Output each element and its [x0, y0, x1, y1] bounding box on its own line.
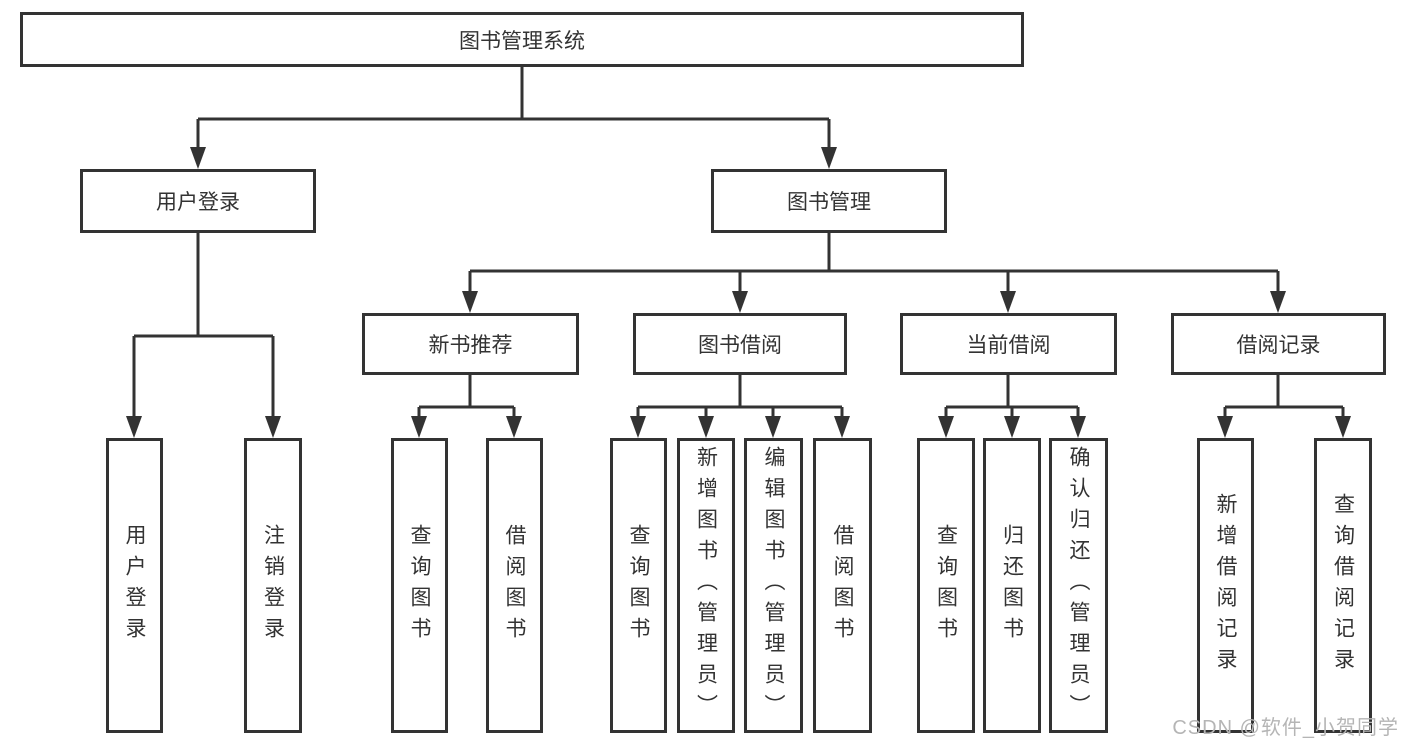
- connector-user-login: [126, 233, 281, 438]
- arrowhead: [938, 416, 954, 438]
- leaf-nbr-query-books-label: 查询图书: [408, 523, 431, 648]
- leaf-cb-query-books-label: 查询图书: [934, 523, 958, 648]
- node-new-book-recommend: 新书推荐: [362, 313, 579, 375]
- leaf-br-query-record: 查询借阅记录: [1314, 438, 1372, 733]
- connector-book-borrow: [630, 375, 850, 438]
- node-borrow-records-label: 借阅记录: [1236, 334, 1321, 357]
- node-user-login: 用户登录: [80, 169, 316, 233]
- arrowhead: [1070, 416, 1086, 438]
- connector-new-book-recommend: [411, 375, 522, 438]
- arrowhead: [765, 416, 781, 438]
- leaf-cb-return-books: 归还图书: [983, 438, 1041, 733]
- connector-book-management: [462, 233, 1286, 313]
- arrowhead: [821, 147, 837, 169]
- arrowhead: [462, 291, 478, 313]
- leaf-bb-query-books-label: 查询图书: [627, 523, 650, 648]
- leaf-nbr-borrow-books-label: 借阅图书: [503, 523, 526, 648]
- leaf-bb-edit-books-label: 编辑图书（管理员）: [762, 446, 785, 725]
- leaf-cb-confirm-return: 确认归还（管理员）: [1049, 438, 1108, 733]
- arrowhead: [411, 416, 427, 438]
- node-new-book-recommend-label: 新书推荐: [428, 334, 513, 357]
- leaf-bb-query-books: 查询图书: [610, 438, 667, 733]
- leaf-user-login-label: 用户登录: [123, 523, 146, 648]
- leaf-cb-confirm-return-label: 确认归还（管理员）: [1067, 446, 1090, 725]
- leaf-nbr-borrow-books: 借阅图书: [486, 438, 543, 733]
- node-user-login-label: 用户登录: [156, 191, 240, 214]
- arrowhead: [630, 416, 646, 438]
- leaf-bb-add-books-label: 新增图书（管理员）: [694, 446, 718, 725]
- leaf-br-query-record-label: 查询借阅记录: [1331, 492, 1355, 679]
- leaf-bb-borrow-books: 借阅图书: [813, 438, 872, 733]
- leaf-logout: 注销登录: [244, 438, 302, 733]
- node-current-borrow-label: 当前借阅: [966, 334, 1051, 357]
- node-book-management-label: 图书管理: [787, 191, 871, 214]
- arrowhead: [834, 416, 850, 438]
- leaf-br-add-record-label: 新增借阅记录: [1214, 492, 1237, 679]
- node-root: 图书管理系统: [20, 12, 1024, 67]
- arrowhead: [190, 147, 206, 169]
- node-borrow-records: 借阅记录: [1171, 313, 1386, 375]
- leaf-bb-add-books: 新增图书（管理员）: [677, 438, 735, 733]
- arrowhead: [1335, 416, 1351, 438]
- node-root-label: 图书管理系统: [459, 29, 585, 53]
- arrowhead: [1000, 291, 1016, 313]
- arrowhead: [265, 416, 281, 438]
- node-book-borrow-label: 图书借阅: [698, 334, 782, 357]
- leaf-br-add-record: 新增借阅记录: [1197, 438, 1254, 733]
- arrowhead: [1217, 416, 1233, 438]
- leaf-cb-query-books: 查询图书: [917, 438, 975, 733]
- leaf-logout-label: 注销登录: [261, 523, 285, 648]
- watermark: CSDN @软件_小贺同学: [1172, 717, 1399, 739]
- leaf-cb-return-books-label: 归还图书: [1000, 523, 1024, 648]
- arrowhead: [1004, 416, 1020, 438]
- leaf-bb-edit-books: 编辑图书（管理员）: [744, 438, 803, 733]
- connector-borrow-records: [1217, 375, 1351, 438]
- node-current-borrow: 当前借阅: [900, 313, 1117, 375]
- arrowhead: [698, 416, 714, 438]
- arrowhead: [506, 416, 522, 438]
- arrowhead: [732, 291, 748, 313]
- leaf-user-login: 用户登录: [106, 438, 163, 733]
- connector-current-borrow: [938, 375, 1086, 438]
- node-book-borrow: 图书借阅: [633, 313, 847, 375]
- arrowhead: [126, 416, 142, 438]
- leaf-nbr-query-books: 查询图书: [391, 438, 448, 733]
- node-book-management: 图书管理: [711, 169, 947, 233]
- leaf-bb-borrow-books-label: 借阅图书: [831, 523, 854, 648]
- connector-root: [190, 67, 837, 169]
- arrowhead: [1270, 291, 1286, 313]
